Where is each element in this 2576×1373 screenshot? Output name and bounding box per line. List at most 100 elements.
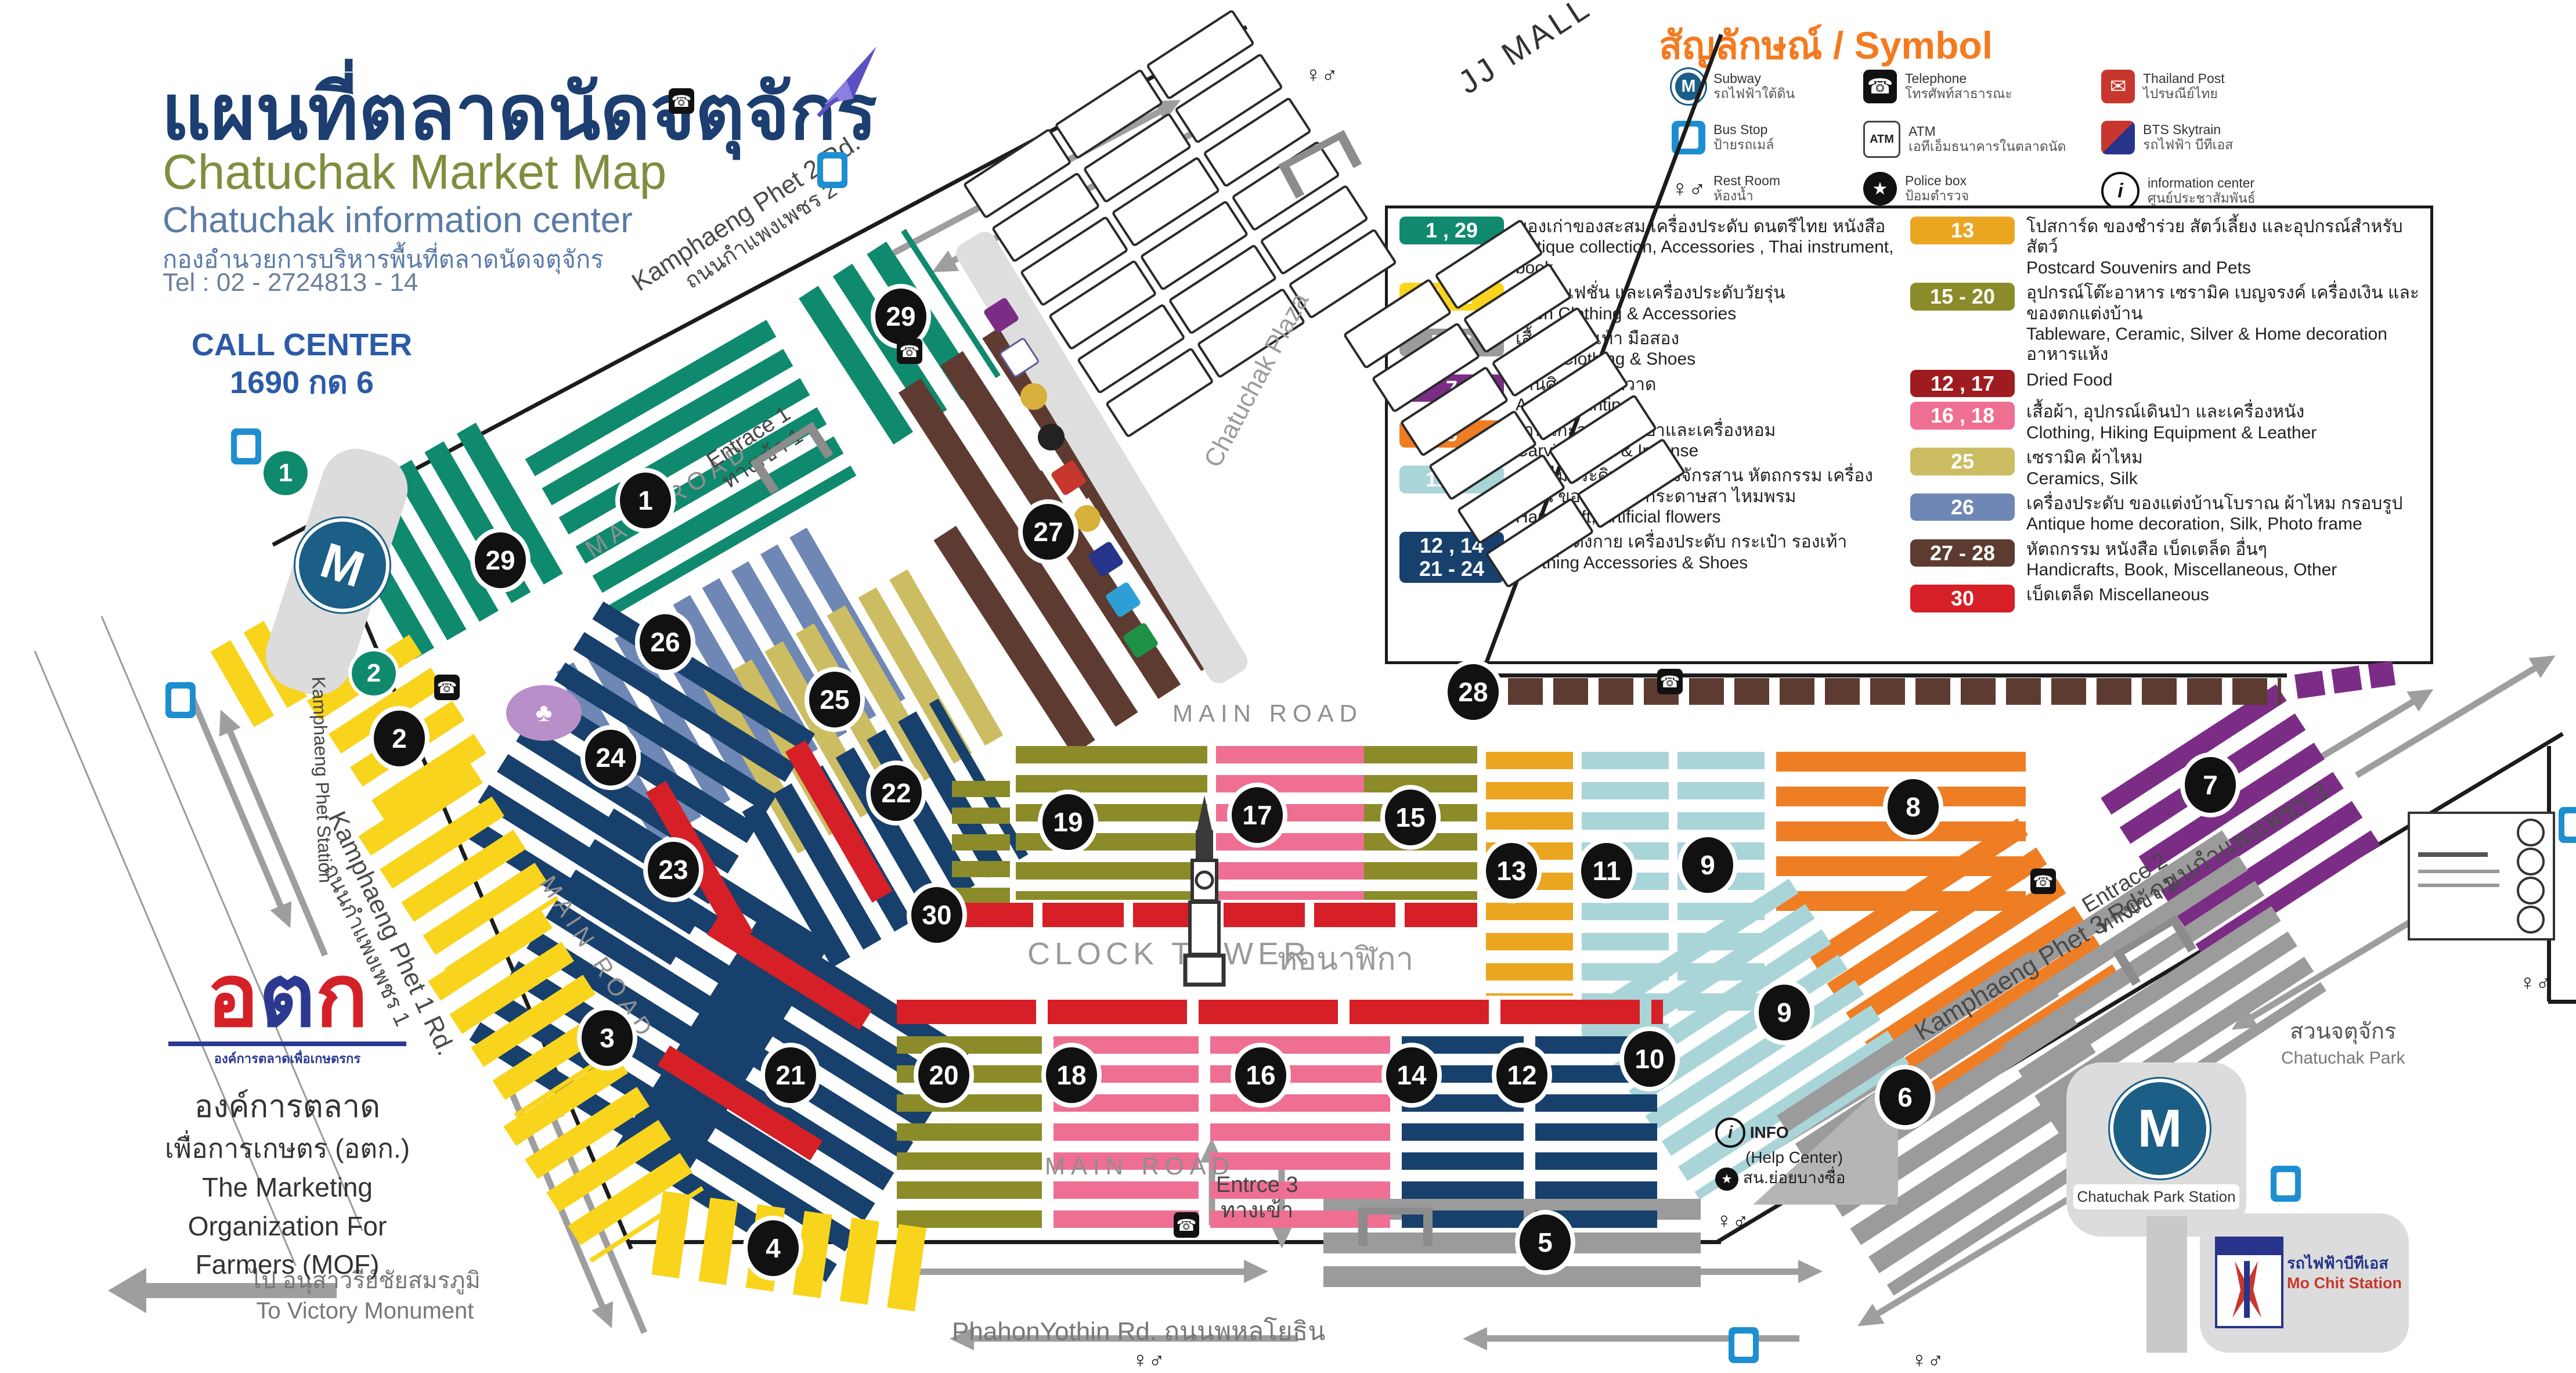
telephone-icon: ☎ [669,88,694,114]
section-number-badge: 9 [1759,985,1810,1040]
telephone-icon: ☎ [2030,869,2056,894]
legend-item-label: ของเก่าของสะสม เครื่องประดับ ดนตรีไทย หน… [1516,217,1894,278]
section-number-badge: 24 [585,730,636,785]
section-number-badge: 5 [1520,1215,1571,1270]
restroom-icon: ♀♂ [2519,971,2552,995]
roadside-sign-panel [2408,812,2555,940]
station-exit-badge: 1 [264,451,308,495]
sign-panel-icon [2517,848,2545,875]
page-title-english: Chatuchak Market Map [163,145,667,199]
legend-color-chip: 27 - 28 [1910,539,2015,567]
chatuchak-park-station-label: Chatuchak Park Station [2073,1184,2239,1209]
legend-item-label: เครื่องประดับ ของแต่งบ้านโบราณ ผ้าไหม กร… [2026,493,2403,534]
mof-logo-subtext: องค์การตลาดเพื่อเกษตรกร [214,1051,361,1066]
legend-color-chip: 30 [1910,585,2015,613]
section-number-badge: 29 [475,532,526,588]
legend-item: 30 เบ็ดเตล็ด Miscellaneous [1910,585,2421,613]
restroom-icon: ♀♂ [1305,63,1338,87]
victory-monument-label: ไป อนุสาวรีย์ชัยสมรภูมิTo Victory Monume… [250,1268,481,1324]
legend-color-chip: 15 - 20 [1910,283,2015,311]
section-number-badge: 8 [1888,779,1939,835]
legend-item-label: อุปกรณ์โต๊ะอาหาร เซรามิค เบญจรงค์ เครื่อ… [2026,283,2419,365]
section-number-badge: 25 [809,672,860,727]
legend-item: 13 โปสการ์ด ของชำร่วย สัตว์เลี้ยง และอุปก… [1910,217,2421,278]
park-tree-icon: ♣ [506,685,582,741]
bus-stop-icon [2559,807,2576,843]
section-number-badge: 12 [1496,1047,1547,1103]
section-number-badge: 21 [765,1047,816,1103]
phahonyothin-road-label: PhahonYothin Rd. ถนนพหลโยธิน [952,1317,1326,1346]
sign-panel-icon [2517,877,2545,904]
legend-color-chip: 13 [1910,217,2015,244]
restroom-icon: ♀♂ [1132,1348,1165,1372]
stall-block-group [897,1000,1663,1024]
sign-panel-text-bar [2418,884,2499,887]
road-line [2548,1000,2576,1004]
section-number-badge: 4 [748,1220,799,1276]
telephone-icon: ☎ [434,675,460,700]
telephone-icon: ☎ [897,338,922,364]
legend-color-chip: 26 [1910,493,2015,521]
legend-item-label: Dried Food [2026,370,2113,390]
sign-panel-icon [2517,906,2545,934]
bts-logo-icon [2215,1237,2283,1328]
clock-tower-label-en: CLOCK TOWER [1027,936,1311,971]
main-road-label: MAIN ROAD [1045,1152,1236,1180]
mof-logo-underline [168,1042,406,1046]
information-center-icon: i [2101,172,2140,210]
road-line [630,1240,1721,1244]
bus-stop-icon [1729,1327,1759,1363]
entrance-gate-icon [1358,1208,1433,1246]
page-subtitle: Chatuchak information center [163,200,633,240]
section-number-badge: 16 [1235,1047,1286,1103]
sign-panel-text-bar [2418,870,2499,873]
section-number-badge: 18 [1046,1047,1097,1103]
section-number-badge: 6 [1879,1069,1931,1125]
bus-stop-icon [231,428,261,464]
page-subtitle-thai: กองอำนวยการบริหารพื้นที่ตลาดนัดจตุจักร [163,246,604,273]
section-number-badge: 13 [1486,843,1537,899]
bus-stop-icon [165,682,196,718]
section-number-badge: 29 [875,289,926,344]
telephone-icon: ☎ [1657,669,1683,694]
sign-panel-text-bar [2418,852,2488,857]
legend-item-label: โปสการ์ด ของชำร่วย สัตว์เลี้ยง และอุปกรณ… [2026,217,2403,278]
sign-panel-icon [2517,819,2545,846]
section-number-badge: 17 [1232,787,1283,843]
legend-item: 15 - 20 อุปกรณ์โต๊ะอาหาร เซรามิค เบญจรงค์… [1910,283,2421,365]
thailand-post-icon: ✉ [2101,70,2135,103]
stall-block-group [897,1036,1042,1231]
bus-stop-icon [817,152,847,188]
section-number-badge: 19 [1042,794,1094,850]
restroom-icon: ♀♂ [1716,1209,1749,1233]
restroom-icon: ♀♂ [1911,1348,1944,1372]
stall-block-group [952,781,1010,903]
compass-north-icon [817,46,876,118]
subway-icon: M [1672,69,1705,104]
section-number-badge: 28 [1448,664,1499,720]
walkway-bar [2146,1216,2187,1353]
mrt-logo-icon: M [2110,1079,2210,1179]
legend-item-label: เบ็ดเตล็ด Miscellaneous [2026,585,2209,605]
